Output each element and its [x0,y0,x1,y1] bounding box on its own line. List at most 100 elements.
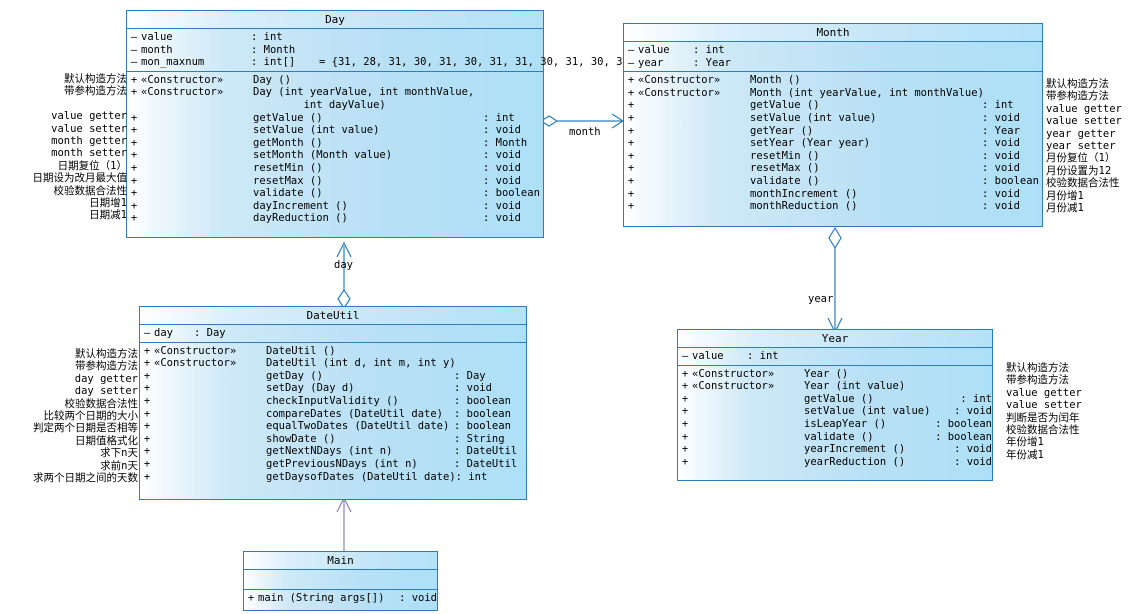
visibility: + [130,174,138,187]
visibility: + [627,86,635,99]
member-name: «Constructor»Day (int yearValue, int mon… [141,86,475,99]
class-operations-year: +«Constructor»Year () +«Constructor»Year… [678,366,992,472]
member-name: value: int [141,31,283,43]
return-type: : boolean [454,394,511,407]
return-type: : Year [982,124,1020,137]
class-title-year: Year [678,330,992,348]
member-name: isLeapYear () [804,417,887,430]
visibility: + [247,592,255,604]
return-type: : boolean [935,430,992,443]
class-operations-day: +«Constructor»Day () +«Constructor»Day (… [127,72,543,228]
operation-row: +dayReduction (): void [127,212,543,225]
visibility: + [130,187,138,200]
member-name: resetMin () [750,149,820,162]
member-name: mon_maxnum: int[]= {31, 28, 31, 30, 31, … [141,56,636,69]
visibility: + [681,380,689,393]
member-name: checkInputValidity () [266,394,399,407]
member-name: showDate () [266,432,336,445]
operation-row: +main (String args[]): void [244,592,437,605]
operation-row: +setValue (int value): void [624,112,1042,125]
visibility: + [627,174,635,187]
class-attributes-month: –value: int –year: Year [624,42,1042,73]
visibility: + [130,111,138,124]
class-operations-dateutil: +«Constructor»DateUtil () +«Constructor»… [140,343,526,487]
operation-row: +«Constructor»Year () [678,368,992,381]
visibility: + [130,86,138,99]
return-type: : boolean [982,174,1039,187]
class-attributes-main [244,570,437,590]
member-name: value: int [692,350,779,362]
return-type: : boolean [454,407,511,420]
visibility: + [130,136,138,149]
return-type: : int [960,392,992,405]
visibility: + [130,124,138,137]
class-box-dateutil[interactable]: DateUtil –day: Day +«Constructor»DateUti… [139,306,527,500]
operation-row: +checkInputValidity (): boolean [140,395,526,408]
link-dateutil-day [336,241,352,310]
operation-row: +setMonth (Month value): void [127,149,543,162]
link-label-month: month [569,126,601,138]
member-name: getValue () [750,99,820,112]
visibility: + [681,455,689,468]
visibility: + [130,199,138,212]
visibility: + [681,392,689,405]
class-box-day[interactable]: Day – value: int – month: Month – mon_ma… [126,10,635,238]
member-name: int dayValue) [253,98,386,111]
return-type: : void [483,212,521,225]
class-title-month: Month [624,24,1042,42]
class-box-month[interactable]: Month –value: int –year: Year +«Construc… [623,23,1043,227]
visibility: + [681,443,689,456]
member-name: «Constructor»Year (int value) [692,380,906,393]
operation-row: +resetMax (): void [624,162,1042,175]
member-name: «Constructor»DateUtil (int d, int m, int… [154,357,456,370]
attribute-row: –year: Year [624,57,1042,70]
visibility: – [627,44,635,56]
operation-row-continuation: int dayValue) [127,99,543,112]
operation-row: +resetMax (): void [127,175,543,188]
member-name: «Constructor»Year () [692,367,849,380]
operation-row: +equalTwoDates (DateUtil date): boolean [140,420,526,433]
return-type: : void [982,200,1020,213]
class-box-main[interactable]: Main +main (String args[]): void [243,551,438,611]
class-title-day: Day [127,11,543,29]
operation-row: +getDaysofDates (DateUtil date): int [140,471,526,484]
member-name: validate () [253,187,323,200]
visibility: – [130,43,138,56]
return-type: : int [483,111,515,124]
return-type: : DateUtil [454,457,518,470]
member-name: setValue (int value) [253,124,380,137]
class-title-dateutil: DateUtil [140,307,526,325]
operation-row: +yearReduction (): void [678,456,992,469]
operation-row: +setValue (int value): void [127,124,543,137]
return-type: : void [954,443,992,456]
attribute-row: –value: int [678,350,992,363]
member-name: setDay (Day d) [266,382,355,395]
visibility: + [130,149,138,162]
member-name: yearIncrement () [804,443,906,456]
attribute-row: – month: Month [127,44,543,57]
link-label-day: day [334,259,353,271]
visibility: + [143,357,151,370]
member-name: monthIncrement () [750,187,858,200]
visibility: + [627,137,635,150]
member-name: getPreviousNDays (int n) [266,457,418,470]
visibility: – [143,327,151,339]
link-label-year: year [808,293,834,305]
member-name: yearReduction () [804,455,906,468]
visibility: + [627,111,635,124]
visibility: + [130,212,138,225]
visibility: + [143,457,151,470]
member-name: getDaysofDates (DateUtil date) [266,470,456,483]
member-name: main (String args[]) [258,592,385,604]
class-box-year[interactable]: Year –value: int +«Constructor»Year () +… [677,329,993,481]
return-type: : void [483,149,521,162]
member-name: «Constructor»Day () [141,73,291,86]
visibility: + [143,344,151,357]
class-operations-main: +main (String args[]): void [244,590,437,608]
return-type: : DateUtil [454,445,518,458]
member-name: setYear (Year year) [750,137,871,150]
visibility: + [681,430,689,443]
member-name: value: int [638,44,725,56]
member-name: getYear () [750,124,814,137]
operation-row: +getDay (): Day [140,370,526,383]
